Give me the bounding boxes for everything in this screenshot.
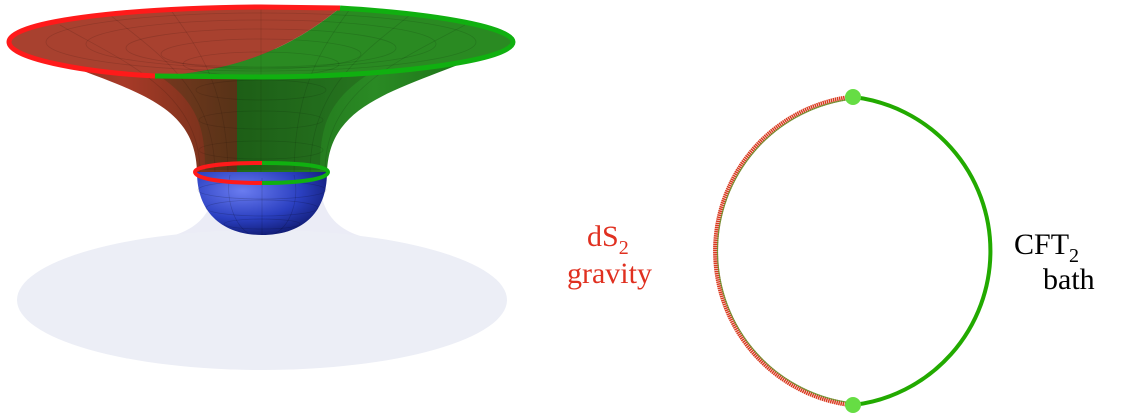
ds2-gravity-label: dS2 gravity: [567, 220, 652, 290]
wormhole-surface-figure: [9, 7, 513, 370]
ds2-main: dS2: [587, 220, 629, 259]
cft2-main: CFT2: [1014, 228, 1079, 267]
shadow-disk: [17, 230, 507, 370]
green-arc: [853, 97, 990, 405]
top-endpoint: [845, 89, 861, 105]
red-arc-inner: [717, 99, 853, 403]
boundary-circle-figure: [716, 89, 991, 413]
ds2-subscript: 2: [619, 237, 629, 259]
cft2-bath-label: CFT2 bath: [1014, 228, 1095, 296]
red-arc: [716, 97, 853, 405]
bottom-endpoint: [845, 397, 861, 413]
gravity-text: gravity: [567, 257, 652, 290]
bath-text: bath: [1043, 263, 1095, 296]
